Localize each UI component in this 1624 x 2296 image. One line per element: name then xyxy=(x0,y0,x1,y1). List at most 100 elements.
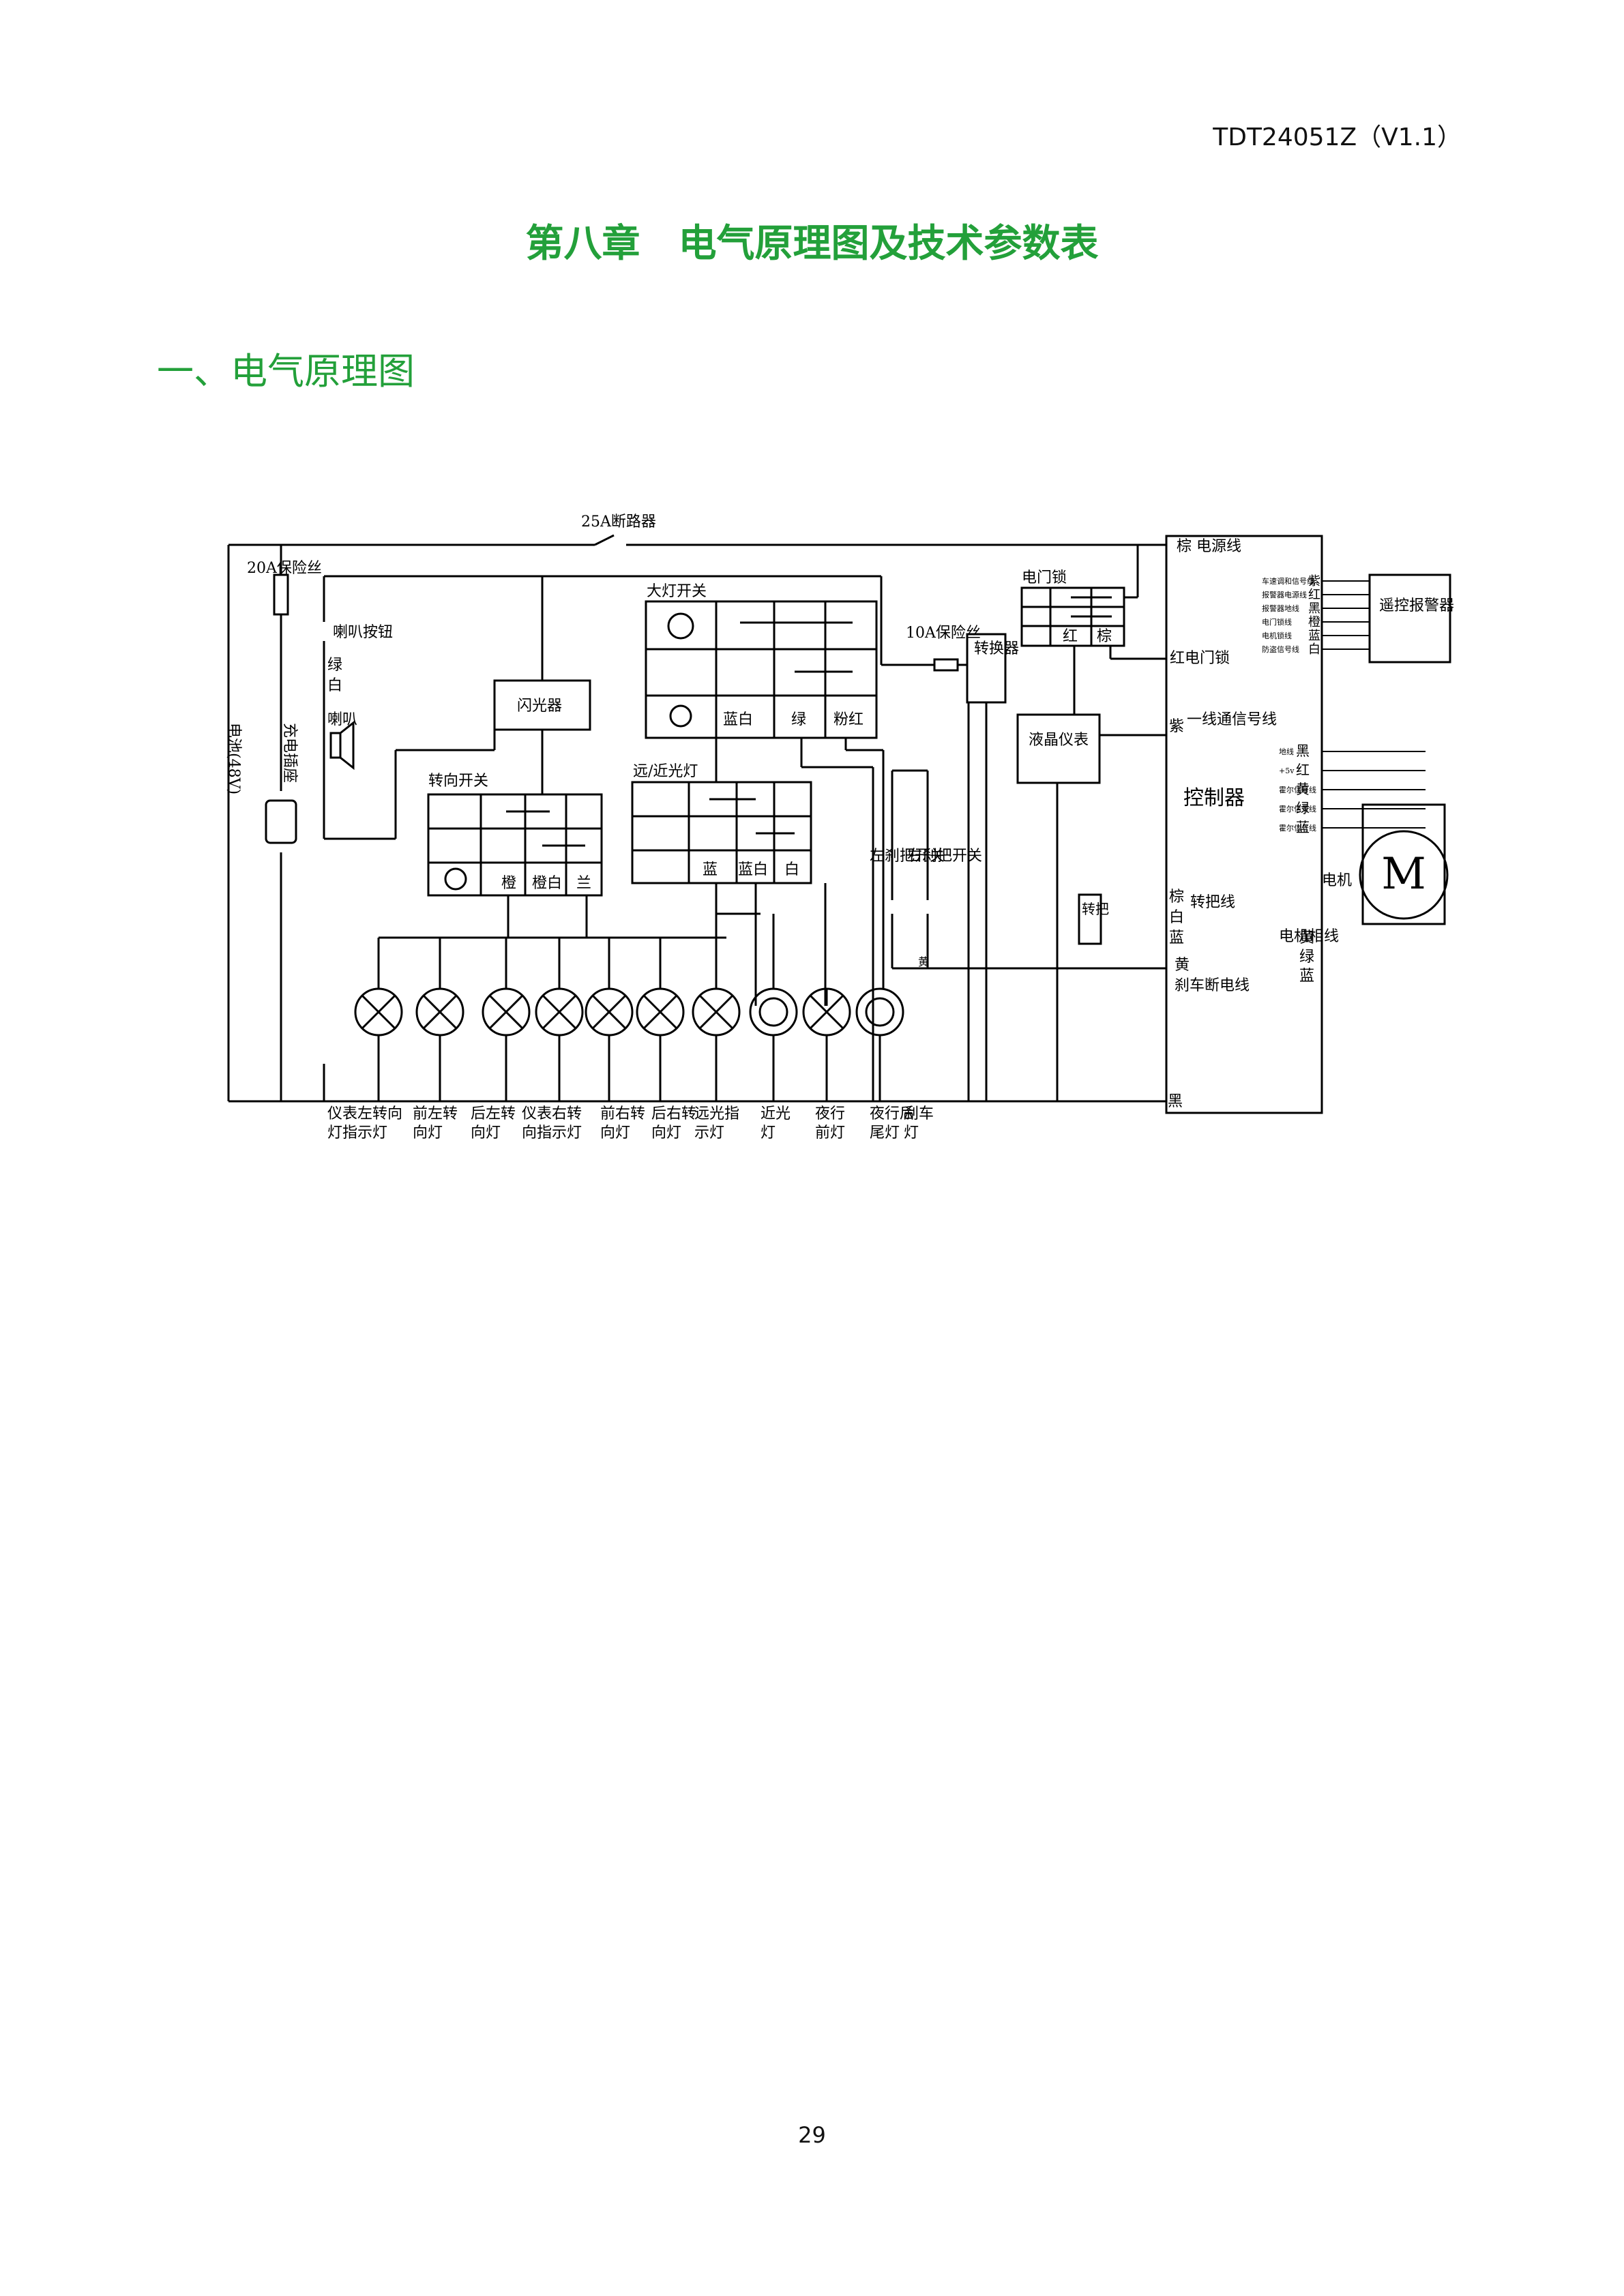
alarm-wire-name-1: 车速调和信号线 xyxy=(1262,576,1314,586)
document-code: TDT24051Z（V1.1） xyxy=(1213,123,1462,151)
lamp-label-4: 仪表右转 xyxy=(522,1105,582,1122)
lamp-label-10: 夜行后 xyxy=(870,1105,915,1122)
ctrl-handle-wire-1: 棕 xyxy=(1169,889,1184,906)
page-number: 29 xyxy=(798,2122,826,2148)
hall-wire-color-4: 绿 xyxy=(1296,800,1310,816)
hall-wire-color-5: 蓝 xyxy=(1296,819,1310,835)
alarm-wire-name-3: 报警器地线 xyxy=(1262,603,1299,613)
alarm-wire-name-2: 报警器电源线 xyxy=(1262,590,1307,599)
alarm-wire-color-3: 黑 xyxy=(1308,601,1320,616)
converter-label: 转换器 xyxy=(974,640,1019,657)
lamp-label-5: 前右转 xyxy=(600,1105,645,1122)
left-brake-label: 左刹把开关 xyxy=(870,848,945,865)
ctrl-brake-yellow: 黄 xyxy=(1175,957,1190,974)
beam-col-2: 蓝白 xyxy=(738,861,768,878)
head-col-3: 粉红 xyxy=(833,711,863,728)
motor-label: 电机 xyxy=(1322,872,1352,889)
lamp-label-line2-2: 向灯 xyxy=(413,1124,443,1142)
ctrl-power-label: 棕 电源线 xyxy=(1177,538,1241,555)
ctrl-handle-wire-2: 白 xyxy=(1169,909,1184,926)
phase-yellow: 黄 xyxy=(1299,929,1314,946)
beam-switch-label: 远/近光灯 xyxy=(633,763,698,780)
lamp-label-9: 夜行 xyxy=(815,1105,845,1122)
ctrl-brake-label: 刹车断电线 xyxy=(1175,977,1250,994)
lamp-7 xyxy=(692,914,741,1101)
turn-col-1: 橙 xyxy=(501,875,516,892)
key-col-red: 红 xyxy=(1063,628,1078,645)
alarm-label: 遥控报警器 xyxy=(1379,597,1454,614)
lamp-label-line2-8: 灯 xyxy=(761,1124,776,1142)
lamp-3 xyxy=(482,938,531,1101)
ctrl-black-label: 黑 xyxy=(1168,1093,1183,1110)
alarm-wire-color-2: 红 xyxy=(1308,588,1320,602)
lamp-label-11: 刹车 xyxy=(904,1105,934,1122)
phase-green: 绿 xyxy=(1299,949,1314,966)
battery-label: 电池(48V) xyxy=(225,723,242,794)
fuse10-label: 10A保险丝 xyxy=(906,625,981,642)
alarm-wire-color-1: 紫 xyxy=(1308,574,1320,588)
alarm-wire-color-5: 蓝 xyxy=(1308,629,1320,643)
flasher-label: 闪光器 xyxy=(517,698,562,715)
lamp-2 xyxy=(415,938,464,1101)
head-col-2: 绿 xyxy=(791,711,806,728)
fuse20-label: 20A保险丝 xyxy=(247,560,322,577)
lamp-label-line2-3: 向灯 xyxy=(471,1124,501,1142)
ctrl-comm-purple: 紫 xyxy=(1169,718,1184,735)
lamp-label-line2-9: 前灯 xyxy=(815,1124,845,1142)
lamp-4 xyxy=(535,938,584,1101)
hall-wire-name-1: 地线 xyxy=(1279,747,1294,756)
alarm-wire-name-4: 电门锁线 xyxy=(1262,617,1292,627)
hall-wire-color-1: 黑 xyxy=(1296,743,1310,759)
lamp-label-7: 远光指 xyxy=(694,1105,739,1122)
charge-port-label: 充电插座 xyxy=(281,723,298,783)
lamp-9 xyxy=(802,987,851,1101)
brake-yellow-label: 黄 xyxy=(918,955,929,968)
head-col-1: 蓝白 xyxy=(723,711,753,728)
chapter-title: 第八章 电气原理图及技术参数表 xyxy=(525,222,1099,266)
lamp-label-3: 后左转 xyxy=(471,1105,516,1122)
lamp-label-line2-1: 灯指示灯 xyxy=(327,1124,387,1142)
controller-label: 控制器 xyxy=(1183,786,1245,810)
phase-blue: 蓝 xyxy=(1299,968,1314,985)
key-lock-label: 电门锁 xyxy=(1022,569,1067,586)
turn-col-2: 橙白 xyxy=(532,875,562,892)
lamp-label-2: 前左转 xyxy=(413,1105,458,1122)
lamp-label-line2-7: 示灯 xyxy=(694,1124,724,1142)
ctrl-handle-wire-3: 蓝 xyxy=(1169,929,1184,946)
head-switch-label: 大灯开关 xyxy=(647,583,707,600)
turn-switch-label: 转向开关 xyxy=(428,773,488,790)
hall-wire-name-5: 霍尔信号线 xyxy=(1279,823,1316,833)
turn-col-3: 兰 xyxy=(576,875,591,892)
lamp-label-line2-4: 向指示灯 xyxy=(522,1124,582,1142)
lamp-label-1: 仪表左转向 xyxy=(327,1105,402,1122)
section-title: 一、电气原理图 xyxy=(157,350,415,393)
hall-wire-name-3: 霍尔信号线 xyxy=(1279,785,1316,794)
phase-label: 电机相线 xyxy=(1279,928,1339,945)
lamp-label-line2-6: 向灯 xyxy=(651,1124,681,1142)
lamp-1 xyxy=(354,938,403,1101)
hall-wire-color-2: 红 xyxy=(1296,762,1310,778)
motor-symbol: M xyxy=(1381,849,1426,899)
green-wire-label: 绿 xyxy=(327,657,342,674)
ctrl-key-label: 红电门锁 xyxy=(1170,650,1230,667)
lamp-label-6: 后右转 xyxy=(651,1105,696,1122)
right-brake-label: 右刹把开关 xyxy=(907,848,982,865)
alarm-wire-color-6: 白 xyxy=(1308,642,1320,657)
beam-col-3: 白 xyxy=(784,861,799,878)
lcd-label: 液晶仪表 xyxy=(1029,732,1089,749)
beam-col-1: 蓝 xyxy=(703,861,718,878)
hall-wire-name-4: 霍尔信号线 xyxy=(1279,804,1316,814)
lamp-8 xyxy=(749,914,798,1101)
horn-label: 喇叭 xyxy=(327,711,357,728)
alarm-wire-name-5: 电机锁线 xyxy=(1262,631,1292,640)
horn-button-label: 喇叭按钮 xyxy=(333,624,393,641)
lamp-10 xyxy=(855,987,904,1101)
alarm-wire-name-6: 防盗信号线 xyxy=(1262,644,1299,654)
lamp-label-line2-11: 灯 xyxy=(904,1124,919,1142)
breaker-label: 25A断路器 xyxy=(581,513,656,531)
alarm-wire-color-4: 橙 xyxy=(1308,615,1320,629)
key-col-brown: 棕 xyxy=(1097,628,1112,645)
lamp-5 xyxy=(585,938,634,1101)
hall-wire-name-2: +5v xyxy=(1279,766,1295,775)
